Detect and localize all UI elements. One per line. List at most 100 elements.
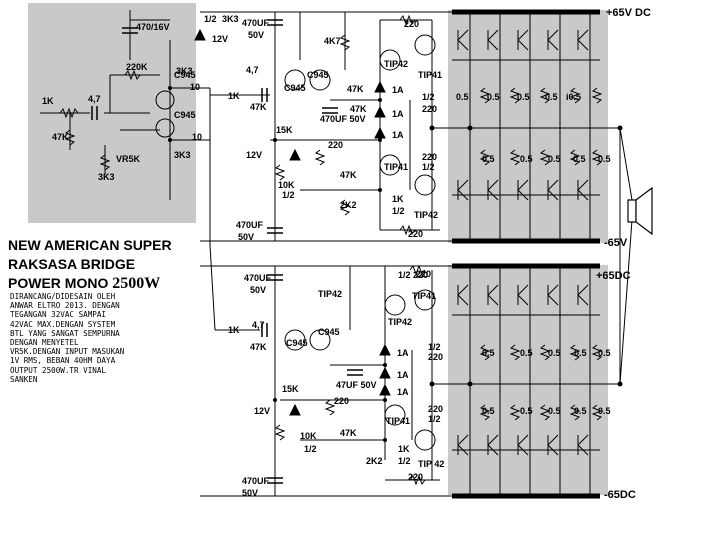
rail-labels: +65V DC -65V +65DC -65DC bbox=[596, 7, 651, 501]
label-lower-r10k: 10K bbox=[300, 431, 317, 441]
label-r-fb-220k: 220K bbox=[126, 62, 148, 72]
label-upper-eml-2: 0.5 bbox=[548, 154, 561, 164]
label-lower-c-in: 4,7 bbox=[252, 320, 265, 330]
title-line-2: RAKSASA BRIDGE bbox=[8, 256, 136, 272]
label-lower-t1: TIP42 bbox=[318, 289, 342, 299]
label-upper-eml-3: 0.5 bbox=[573, 154, 586, 164]
lower-output-panel bbox=[448, 265, 608, 495]
upper-driver-labels: 1K 4,7 47K C945 C945 15K 12V 10K 1/2 470… bbox=[228, 18, 611, 242]
label-lower-r220-b: 220 bbox=[334, 396, 349, 406]
label-upper-cap-mid: 470UF 50V bbox=[320, 114, 366, 124]
label-upper-d2: 1A bbox=[392, 109, 404, 119]
label-zener-half: 1/2 bbox=[204, 14, 217, 24]
label-lower-eml-0: 0.5 bbox=[482, 406, 495, 416]
speaker-icon bbox=[627, 186, 653, 236]
label-upper-eml-1: 0.5 bbox=[520, 154, 533, 164]
label-lower-zener: 12V bbox=[254, 406, 270, 416]
label-lower-r220-d: 220 bbox=[428, 404, 443, 414]
label-lower-q-diff-b: C945 bbox=[318, 327, 340, 337]
label-upper-t1: TIP42 bbox=[384, 59, 408, 69]
junction-dots bbox=[168, 86, 623, 442]
label-lower-cap-top-v: 50V bbox=[250, 285, 266, 295]
label-lower-r220-f: 220 bbox=[408, 472, 423, 482]
label-lower-em-0: 0.5 bbox=[482, 348, 495, 358]
upper-output-panel bbox=[448, 10, 608, 243]
label-lower-em-3: 0.5 bbox=[574, 348, 587, 358]
label-lower-r220-c: 220 bbox=[428, 352, 443, 362]
label-upper-cap-v: 50V bbox=[238, 232, 254, 242]
label-lower-q-diff: C945 bbox=[286, 338, 308, 348]
capacitor-symbols bbox=[91, 19, 363, 484]
power-rails bbox=[452, 9, 600, 499]
label-lower-eml-1: 0.5 bbox=[520, 406, 533, 416]
rail-label-bot-neg: -65DC bbox=[604, 489, 636, 501]
label-lower-r15k: 15K bbox=[282, 384, 299, 394]
title-power: 2500W bbox=[112, 275, 161, 292]
label-vr-3k3: 3K3 bbox=[98, 172, 115, 182]
label-lower-r1k: 1K bbox=[398, 444, 410, 454]
label-lower-r-in: 1K bbox=[228, 325, 240, 335]
title-line-3-prefix: POWER MONO bbox=[8, 275, 109, 291]
label-upper-r220-a: 220 bbox=[404, 19, 419, 29]
label-upper-r4k7: 4K7 bbox=[324, 36, 341, 46]
label-lower-r10k-w: 1/2 bbox=[304, 444, 317, 454]
title-block: NEW AMERICAN SUPER RAKSASA BRIDGE POWER … bbox=[8, 236, 208, 293]
label-upper-half-b: 1/2 bbox=[422, 162, 435, 172]
label-r1-3k3: 3K3 bbox=[176, 66, 193, 76]
design-description: DIRANCANG/DIDESAIN OLEH ANWAR ELTRO 2013… bbox=[10, 292, 125, 384]
label-upper-r1k: 1K bbox=[392, 194, 404, 204]
label-upper-r1k-w: 1/2 bbox=[392, 206, 405, 216]
label-upper-r2k2: 2K2 bbox=[340, 200, 357, 210]
label-lower-cap-mid: 47UF 50V bbox=[336, 380, 377, 390]
label-upper-r10k-w: 1/2 bbox=[282, 190, 295, 200]
label-lower-cap-main: 470UF bbox=[242, 476, 270, 486]
label-upper-em-1: 0.5 bbox=[487, 92, 500, 102]
label-lower-d3: 1A bbox=[397, 387, 409, 397]
label-lower-em-1: 0.5 bbox=[520, 348, 533, 358]
label-lower-cap-top: 470UF bbox=[244, 273, 272, 283]
label-zener-3k3: 3K3 bbox=[222, 14, 239, 24]
label-lower-r220-e: 1/2 220 bbox=[398, 270, 428, 280]
label-upper-t4: TIP42 bbox=[414, 210, 438, 220]
label-r-out-10-b: 10 bbox=[192, 132, 202, 142]
label-lower-r220-a: 220 bbox=[416, 269, 431, 279]
diode-symbols bbox=[194, 28, 391, 416]
wiring bbox=[40, 10, 633, 497]
label-upper-d3: 1A bbox=[392, 130, 404, 140]
label-lower-r1k-w: 1/2 bbox=[398, 456, 411, 466]
label-lower-d1: 1A bbox=[397, 348, 409, 358]
label-q-c945-b: C945 bbox=[174, 110, 196, 120]
label-cap-470-16v: 470/16V bbox=[136, 22, 170, 32]
rail-label-top-pos: +65V DC bbox=[606, 7, 651, 19]
title-line-3: POWER MONO 2500W bbox=[8, 274, 208, 293]
label-lower-em-2: 0.5 bbox=[548, 348, 561, 358]
rail-label-top-neg: -65V bbox=[604, 237, 628, 249]
label-lower-d2: 1A bbox=[397, 370, 409, 380]
label-r-gnd-47k: 47K bbox=[52, 132, 69, 142]
label-upper-half-a: 1/2 bbox=[422, 92, 435, 102]
label-upper-eml-0: 0.5 bbox=[482, 154, 495, 164]
label-upper-half-c: 47K bbox=[340, 170, 357, 180]
transistor-symbols bbox=[155, 34, 436, 451]
label-upper-em-2: 0.5 bbox=[517, 92, 530, 102]
label-lower-r47k: 47K bbox=[340, 428, 357, 438]
lower-driver-labels: 1K 4,7 47K C945 C945 470UF 50V 15K 12V 1… bbox=[228, 269, 611, 498]
label-r3-3k3: 3K3 bbox=[174, 150, 191, 160]
label-lower-half-b: 1/2 bbox=[428, 414, 441, 424]
label-upper-cap-top: 470UF bbox=[242, 18, 270, 28]
label-upper-t3: TIP41 bbox=[384, 162, 408, 172]
label-lower-cap-v: 50V bbox=[242, 488, 258, 498]
label-upper-r47k-b: 47K bbox=[350, 104, 367, 114]
label-q-c945: C945 bbox=[174, 70, 196, 80]
label-lower-em-4: 0.5 bbox=[598, 348, 611, 358]
label-upper-r47k-a: 47K bbox=[347, 84, 364, 94]
label-upper-q-diff: C945 bbox=[307, 70, 329, 80]
output-transistors bbox=[457, 29, 589, 456]
label-vr5k: VR5K bbox=[116, 154, 141, 164]
label-upper-q-diff2: C945 bbox=[284, 83, 306, 93]
label-upper-r220-c: 220 bbox=[328, 140, 343, 150]
label-lower-eml-3: 0.5 bbox=[574, 406, 587, 416]
label-upper-eml-4: 0.5 bbox=[598, 154, 611, 164]
label-r-out-10-a: 10 bbox=[190, 82, 200, 92]
